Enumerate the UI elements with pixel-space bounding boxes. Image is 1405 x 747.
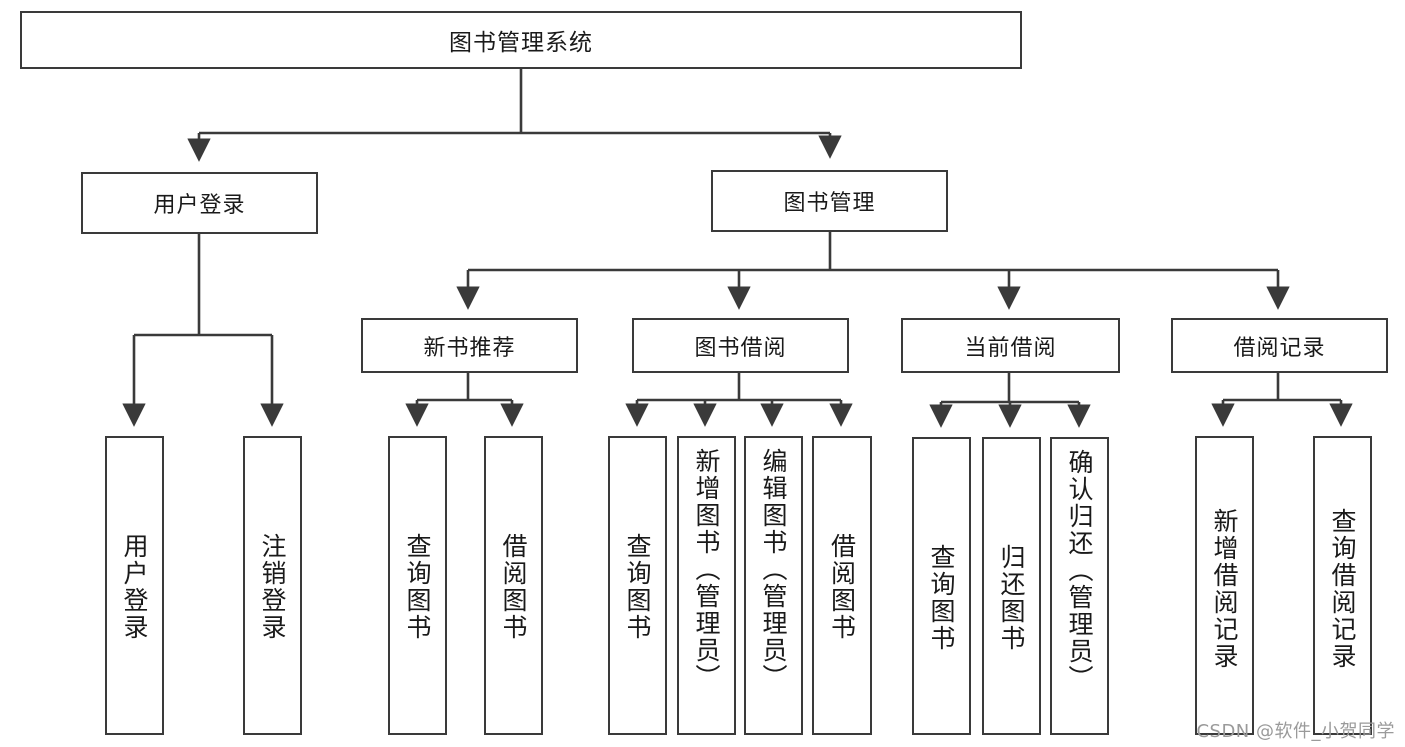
leaf-borrow-record-query[interactable]: 查询借阅记录 bbox=[1313, 436, 1372, 735]
node-label: 借阅记录 bbox=[1233, 335, 1326, 361]
leaf-new-book-borrow[interactable]: 借阅图书 bbox=[484, 436, 543, 735]
node-new-book-recommend[interactable]: 新书推荐 bbox=[361, 318, 578, 373]
csdn-watermark: CSDN @软件_小贺同学 bbox=[1196, 721, 1395, 742]
leaf-book-borrow-add[interactable]: 新增图书（管理员） bbox=[677, 436, 736, 735]
leaf-label: 查询图书 bbox=[403, 533, 432, 641]
node-book-management[interactable]: 图书管理 bbox=[711, 170, 948, 232]
node-label: 用户登录 bbox=[153, 193, 246, 218]
leaf-book-borrow-borrow[interactable]: 借阅图书 bbox=[812, 436, 872, 735]
leaf-book-borrow-query[interactable]: 查询图书 bbox=[608, 436, 667, 735]
leaf-current-borrow-query[interactable]: 查询图书 bbox=[912, 437, 971, 735]
leaf-label: 查询借阅记录 bbox=[1328, 508, 1357, 670]
leaf-current-borrow-confirm[interactable]: 确认归还（管理员） bbox=[1050, 437, 1109, 735]
leaf-label: 确认归还（管理员） bbox=[1065, 449, 1094, 692]
node-label: 当前借阅 bbox=[964, 335, 1057, 361]
leaf-label: 查询图书 bbox=[927, 544, 956, 652]
leaf-label: 新增借阅记录 bbox=[1210, 508, 1239, 670]
leaf-label: 注销登录 bbox=[258, 533, 287, 641]
node-borrow-record[interactable]: 借阅记录 bbox=[1171, 318, 1388, 373]
leaf-label: 用户登录 bbox=[120, 533, 149, 641]
leaf-user-login-logout[interactable]: 注销登录 bbox=[243, 436, 302, 735]
leaf-book-borrow-edit[interactable]: 编辑图书（管理员） bbox=[744, 436, 803, 735]
leaf-current-borrow-return[interactable]: 归还图书 bbox=[982, 437, 1041, 735]
node-book-borrow[interactable]: 图书借阅 bbox=[632, 318, 849, 373]
node-label: 新书推荐 bbox=[423, 335, 516, 361]
node-label: 图书管理系统 bbox=[449, 30, 593, 56]
leaf-label: 借阅图书 bbox=[827, 533, 857, 641]
node-root-system[interactable]: 图书管理系统 bbox=[20, 11, 1022, 69]
node-current-borrow[interactable]: 当前借阅 bbox=[901, 318, 1120, 373]
leaf-label: 新增图书（管理员） bbox=[692, 448, 721, 691]
leaf-label: 借阅图书 bbox=[499, 533, 528, 641]
leaf-label: 归还图书 bbox=[997, 544, 1026, 652]
node-user-login[interactable]: 用户登录 bbox=[81, 172, 318, 234]
leaf-label: 查询图书 bbox=[623, 533, 652, 641]
leaf-borrow-record-add[interactable]: 新增借阅记录 bbox=[1195, 436, 1254, 735]
leaf-label: 编辑图书（管理员） bbox=[759, 448, 788, 691]
leaf-new-book-query[interactable]: 查询图书 bbox=[388, 436, 447, 735]
node-label: 图书借阅 bbox=[694, 335, 787, 361]
node-label: 图书管理 bbox=[783, 191, 876, 216]
leaf-user-login-login[interactable]: 用户登录 bbox=[105, 436, 164, 735]
